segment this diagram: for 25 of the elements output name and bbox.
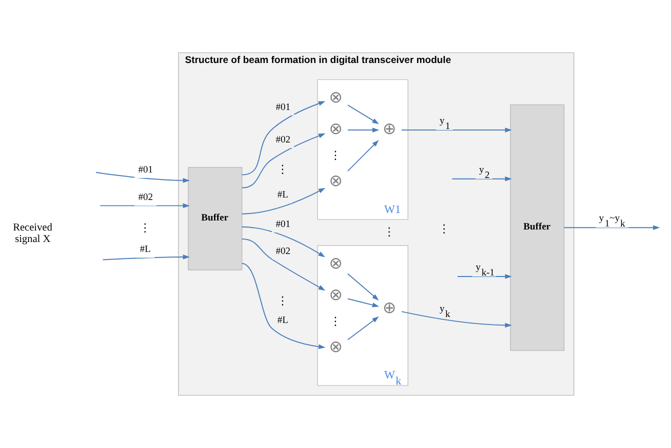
edge-label: #01 — [138, 164, 153, 176]
node-text: ⊗ — [328, 253, 343, 272]
label: ⋮ — [330, 148, 342, 162]
edge-label: #01 — [276, 218, 290, 230]
label: ⋮ — [330, 314, 342, 328]
label: ⋮ — [383, 224, 395, 239]
edge-label: #02 — [138, 192, 153, 204]
node-text: ⊕ — [382, 298, 396, 318]
edge-label: #L — [277, 314, 288, 326]
node-text: ⊕ — [382, 119, 396, 138]
label: ⋮ — [276, 162, 288, 176]
edge-label: #02 — [276, 246, 290, 257]
node-text: ⊗ — [328, 285, 343, 304]
node-text: ⊗ — [328, 171, 343, 190]
label: Received signal X — [12, 222, 52, 245]
node-text: ⊗ — [328, 119, 343, 138]
label: ⋮ — [276, 294, 288, 308]
edge-label: #L — [140, 244, 151, 256]
label: ⋮ — [139, 220, 151, 234]
edge-label: #02 — [276, 134, 290, 146]
label: ⋮ — [438, 221, 450, 236]
edge-label: #L — [277, 190, 288, 201]
node-text: ⊗ — [328, 87, 343, 106]
edge-label: #01 — [276, 102, 290, 113]
node-text: ⊗ — [328, 337, 343, 356]
